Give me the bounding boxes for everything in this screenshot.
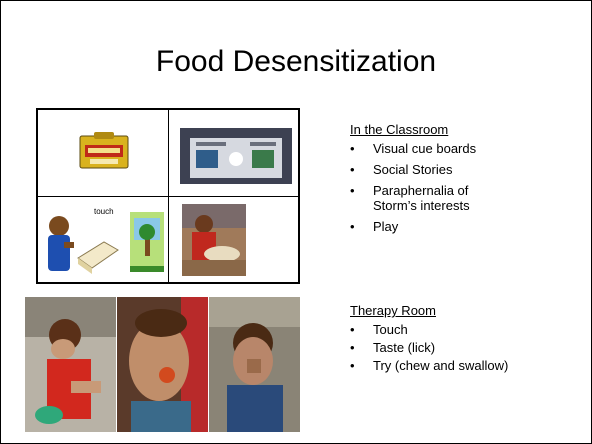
list-item: • Social Stories bbox=[350, 162, 453, 177]
list-item: • Taste (lick) bbox=[350, 340, 436, 355]
bullet: • bbox=[350, 183, 355, 198]
child-chewing-photo bbox=[209, 297, 300, 432]
classroom-heading: In the Classroom bbox=[350, 122, 449, 137]
slide-title: Food Desensitization bbox=[155, 45, 437, 78]
photo-strip bbox=[25, 297, 300, 432]
list-item: • Paraphernalia of Storm’s interests bbox=[350, 183, 470, 213]
list-item: • Touch bbox=[350, 322, 408, 337]
list-item: • Try (chew and swallow) bbox=[350, 358, 509, 373]
svg-text:touch: touch bbox=[94, 207, 114, 216]
cue-board-photo bbox=[180, 128, 292, 184]
therapy-heading: Therapy Room bbox=[350, 303, 436, 318]
picture-grid: touch bbox=[36, 108, 300, 284]
bullet: • bbox=[350, 340, 355, 355]
bullet: • bbox=[350, 219, 355, 234]
stamp-card-icon bbox=[76, 132, 132, 170]
therapy-list: • Touch • Taste (lick) • Try (chew and s… bbox=[350, 322, 508, 373]
touch-symbol-icon: touch bbox=[42, 202, 166, 282]
child-tasting-food-photo bbox=[117, 297, 208, 432]
bullet: • bbox=[350, 358, 355, 373]
bullet: • bbox=[350, 141, 355, 156]
classroom-list: • Visual cue boards • Social Stories • P… bbox=[350, 141, 498, 234]
child-touching-food-photo bbox=[25, 297, 116, 432]
grid-divider-horizontal bbox=[38, 196, 298, 197]
classroom-play-photo bbox=[182, 204, 246, 276]
list-item: • Visual cue boards bbox=[350, 141, 477, 156]
classroom-section: In the Classroom • Visual cue boards • S… bbox=[350, 122, 498, 240]
therapy-section: Therapy Room • Touch • Taste (lick) • Tr… bbox=[350, 303, 508, 376]
bullet: • bbox=[350, 322, 355, 337]
list-item: • Play bbox=[350, 219, 399, 234]
bullet: • bbox=[350, 162, 355, 177]
